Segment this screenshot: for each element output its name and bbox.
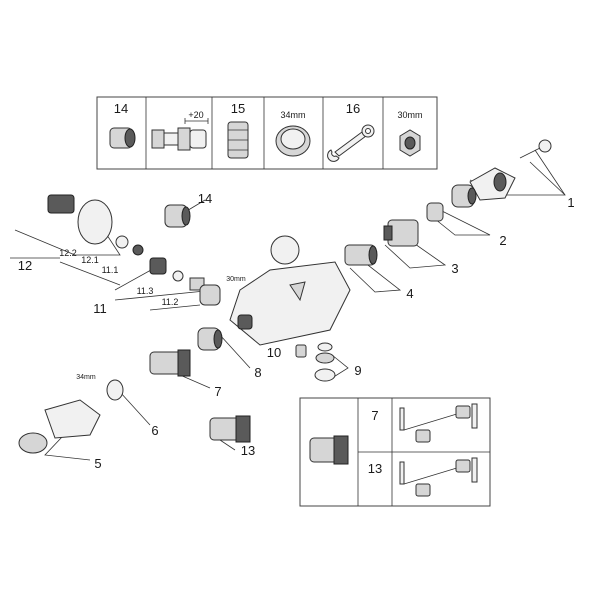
callout-5: 5 (94, 456, 101, 471)
adapter-part (426, 202, 444, 222)
leader-lines (10, 149, 566, 461)
inset-label-13: 13 (368, 461, 382, 476)
cartridge-part-icon (227, 121, 249, 159)
sealing-washer (115, 235, 144, 256)
thermo-element-13 (209, 415, 251, 443)
accessory-box-frame (96, 96, 438, 170)
callout-11-2: 11.2 (162, 297, 179, 307)
wall-connector-12 (47, 194, 113, 245)
callout-1: 1 (567, 195, 574, 210)
accessory-note-plus-20: +20 (188, 110, 203, 120)
callout-8: 8 (254, 365, 261, 380)
inset-thermo-element (309, 435, 349, 465)
accessory-note-30mm: 30mm (397, 110, 422, 120)
ring-part-icon (275, 125, 311, 157)
nut-part-icon (109, 127, 136, 149)
callout-10: 10 (267, 345, 281, 360)
callout-labels: 1 2 3 4 5 6 7 8 9 10 11 11.1 11.2 11.3 1… (18, 191, 575, 471)
cartridge-part (383, 219, 419, 247)
screw-10 (295, 344, 307, 358)
callout-3: 3 (451, 261, 458, 276)
accessory-label-15: 15 (231, 101, 245, 116)
nut-14 (164, 204, 191, 228)
handle-assembly (469, 139, 552, 201)
cap-part (451, 184, 477, 208)
check-valve-part (344, 244, 378, 266)
extension-part-icon (151, 118, 209, 151)
connector-11 (149, 257, 221, 306)
callout-13: 13 (241, 443, 255, 458)
hex-nut-icon (399, 129, 421, 157)
sleeve-8 (197, 327, 223, 351)
filter-9 (314, 342, 336, 382)
dimension-34mm: 34mm (76, 374, 96, 381)
callout-12-1: 12.1 (81, 255, 99, 265)
ring-6 (106, 379, 124, 401)
callout-2: 2 (499, 233, 506, 248)
callout-9: 9 (354, 363, 361, 378)
accessory-label-16: 16 (346, 101, 360, 116)
inset-label-7: 7 (371, 408, 378, 423)
callout-11-3: 11.3 (137, 286, 154, 296)
dimension-30mm: 30mm (226, 276, 246, 283)
accessory-note-34mm: 34mm (280, 110, 305, 120)
callout-11-1: 11.1 (102, 265, 119, 275)
thermostat-inset: 7 13 (299, 397, 491, 507)
thermo-element-7 (149, 349, 191, 377)
callout-7: 7 (214, 384, 221, 399)
callout-14: 14 (198, 191, 212, 206)
mixer-body (229, 235, 351, 346)
callout-11: 11 (93, 301, 107, 316)
wrench-icon (327, 124, 375, 162)
callout-12-2: 12.2 (59, 248, 77, 258)
callout-4: 4 (406, 286, 413, 301)
callout-12: 12 (18, 258, 32, 273)
callout-6: 6 (151, 423, 158, 438)
inset-row2-detail (399, 457, 478, 497)
accessory-label-14: 14 (114, 101, 128, 116)
handle-5 (18, 399, 101, 454)
accessory-box: 14 +20 15 34mm 16 30mm (96, 96, 438, 170)
inset-row1-detail (399, 403, 478, 443)
